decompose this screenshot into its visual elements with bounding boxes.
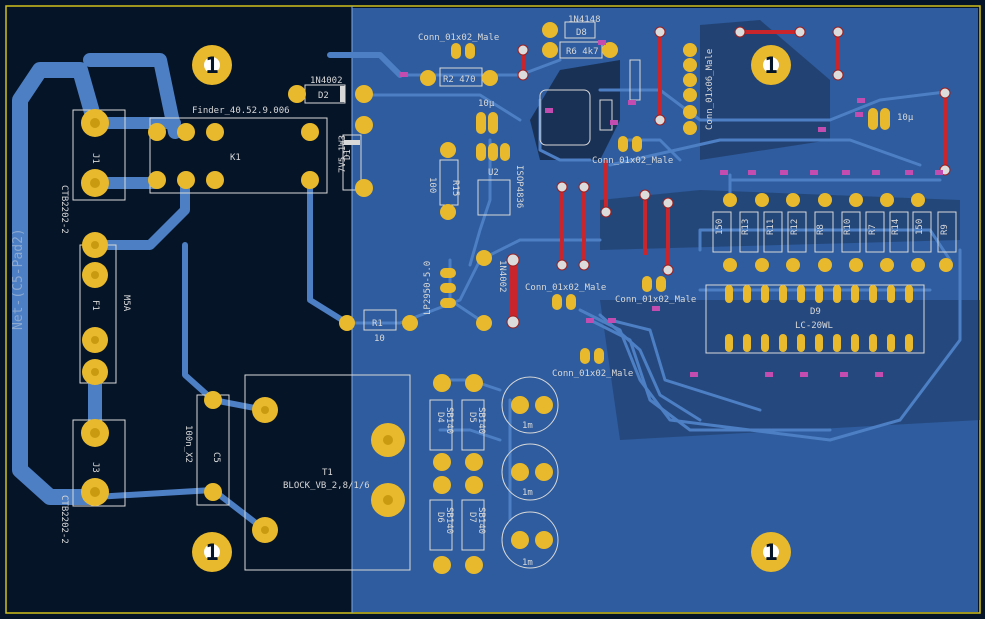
- mount-hole-1: [192, 45, 232, 85]
- resistor-ref-label: R12: [790, 219, 800, 235]
- d8-part-label: 1N4148: [568, 15, 601, 25]
- conn-mid4-label: Conn_01x02_Male: [592, 156, 673, 166]
- resistor-ref-label: R7: [868, 224, 878, 235]
- r1-value-label: 10: [374, 334, 385, 344]
- relay-part-label: Finder_40.52.9.006: [192, 106, 290, 116]
- d7-part-label: SB140: [476, 507, 486, 534]
- resistor-value-label: 150: [715, 219, 725, 235]
- cap-10u-label-right: 10µ: [897, 113, 914, 123]
- d3-part-label: 1N4002: [497, 260, 507, 293]
- c5-ref-label: C5: [211, 452, 221, 463]
- oval-pads: [440, 43, 913, 364]
- d1-ref-label: D1: [343, 149, 353, 160]
- small-pads: [148, 22, 953, 574]
- d9-ref-label: D9: [810, 307, 821, 317]
- board-outline: [5, 5, 981, 614]
- mount-hole-4: [751, 532, 791, 572]
- relay-ref-label: K1: [230, 153, 241, 163]
- t1-ref-label: T1: [322, 468, 333, 478]
- resistor-ref-label: R11: [766, 219, 776, 235]
- conn-01x06-label: Conn_01x06_Male: [705, 49, 715, 130]
- silkscreen-outlines: [72, 21, 957, 571]
- d1-band: [344, 140, 360, 145]
- cap-1m-label: 1m: [522, 488, 533, 498]
- mount-hole-label: 1: [205, 541, 218, 566]
- cap-10u-label: 10µ: [478, 99, 495, 109]
- mount-hole-label: 1: [205, 54, 218, 79]
- t1-part-label: BLOCK_VB_2,8/1/6: [283, 481, 370, 491]
- resistor-value-label: 150: [915, 219, 925, 235]
- mount-hole-2: [751, 45, 791, 85]
- r1-ref-label: R1: [372, 319, 383, 329]
- j3-ref-label: J3: [90, 462, 100, 473]
- j1-ref-label: J1: [90, 153, 100, 164]
- d4-ref-label: D4: [435, 412, 445, 423]
- d5-ref-label: D5: [467, 412, 477, 423]
- d1-part-label: 7V5_1W3: [338, 135, 348, 173]
- d7-ref-label: D7: [467, 512, 477, 523]
- resistor-ref-label: R13: [741, 219, 751, 235]
- mount-hole-label: 1: [764, 54, 777, 79]
- u2-ref-label: U2: [488, 168, 499, 178]
- resistor-ref-label: R8: [816, 224, 826, 235]
- resistor-ref-label: R14: [891, 219, 901, 235]
- c5-value-label: 100n_X2: [183, 425, 193, 463]
- front-traces: [509, 30, 947, 322]
- mount-hole-3: [192, 532, 232, 572]
- resistor-ref-label: R10: [843, 219, 853, 235]
- vias: [506, 26, 951, 329]
- fuse-ref-label: F1: [90, 300, 100, 311]
- cap-1m-label: 1m: [522, 558, 533, 568]
- large-pad-holes: [90, 118, 393, 534]
- conn-top-label: Conn_01x02_Male: [418, 33, 499, 43]
- r6-label: R6 4k7: [566, 47, 599, 57]
- smd-parts: [400, 40, 943, 377]
- conn-mid1-label: Conn_01x02_Male: [525, 283, 606, 293]
- resistor-ref-label: R9: [940, 224, 950, 235]
- net-label: Net-(C5-Pad2): [11, 228, 26, 330]
- d6-ref-label: D6: [435, 512, 445, 523]
- mounting-holes: [192, 45, 791, 572]
- cap-1m-label: 1m: [522, 421, 533, 431]
- d5-part-label: SB140: [476, 407, 486, 434]
- mount-hole-label: 1: [764, 541, 777, 566]
- r2-label: R2 470: [443, 75, 476, 85]
- d2-band: [340, 86, 345, 102]
- conn-mid2-label: Conn_01x02_Male: [615, 295, 696, 305]
- r15-ref-label: R15: [450, 180, 460, 196]
- d6-part-label: SB140: [444, 507, 454, 534]
- conn-mid3-label: Conn_01x02_Male: [552, 369, 633, 379]
- j3-part-label: CTB2202-2: [59, 495, 69, 544]
- d4-part-label: SB140: [444, 407, 454, 434]
- r15-value-label: 100: [427, 177, 437, 193]
- isolation-areas: [530, 20, 980, 440]
- fuse-part-label: M5A: [121, 295, 131, 312]
- d8-ref-label: D8: [576, 28, 587, 38]
- d2-ref-label: D2: [318, 91, 329, 101]
- regulator-part-label: LP2950-5.0: [423, 261, 433, 315]
- j1-part-label: CTB2202-2: [59, 185, 69, 234]
- d9-part-label: LC-20WL: [795, 321, 833, 331]
- d2-part-label: 1N4002: [310, 76, 343, 86]
- isop-part-label: ISOP4836: [514, 165, 524, 208]
